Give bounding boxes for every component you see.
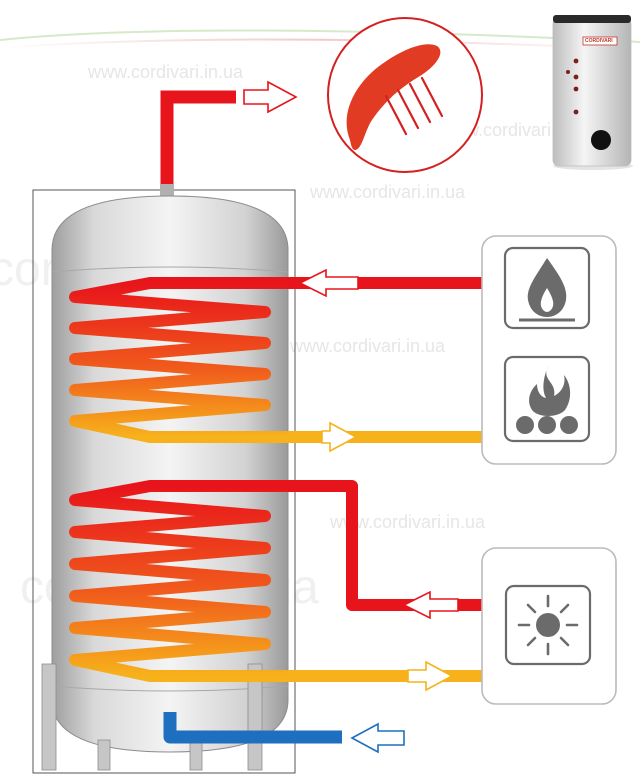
solar-return-pipe [288, 660, 482, 692]
solar-supply-pipe [288, 480, 482, 620]
shower-head-icon [327, 17, 483, 173]
hot-water-outlet-pipe [160, 90, 236, 198]
upper-heating-coil [69, 277, 296, 443]
cold-water-inlet-arrow [350, 722, 405, 754]
thumbnail-brand-label: CORDIVARI [585, 38, 613, 44]
decorative-swoosh [0, 29, 640, 51]
lower-heating-coil [69, 480, 296, 682]
boiler-return-pipe [288, 421, 482, 453]
boiler-supply-pipe [288, 268, 482, 298]
cold-water-inlet-pipe [163, 712, 342, 744]
product-thumbnail [552, 15, 633, 170]
boiler-sources-panel [481, 235, 617, 465]
solar-source-panel [481, 547, 617, 705]
solid-fuel-fire-icon [503, 355, 591, 443]
hot-water-outlet-arrow [243, 80, 298, 114]
sun-icon [504, 584, 592, 666]
gas-flame-icon [503, 246, 591, 330]
